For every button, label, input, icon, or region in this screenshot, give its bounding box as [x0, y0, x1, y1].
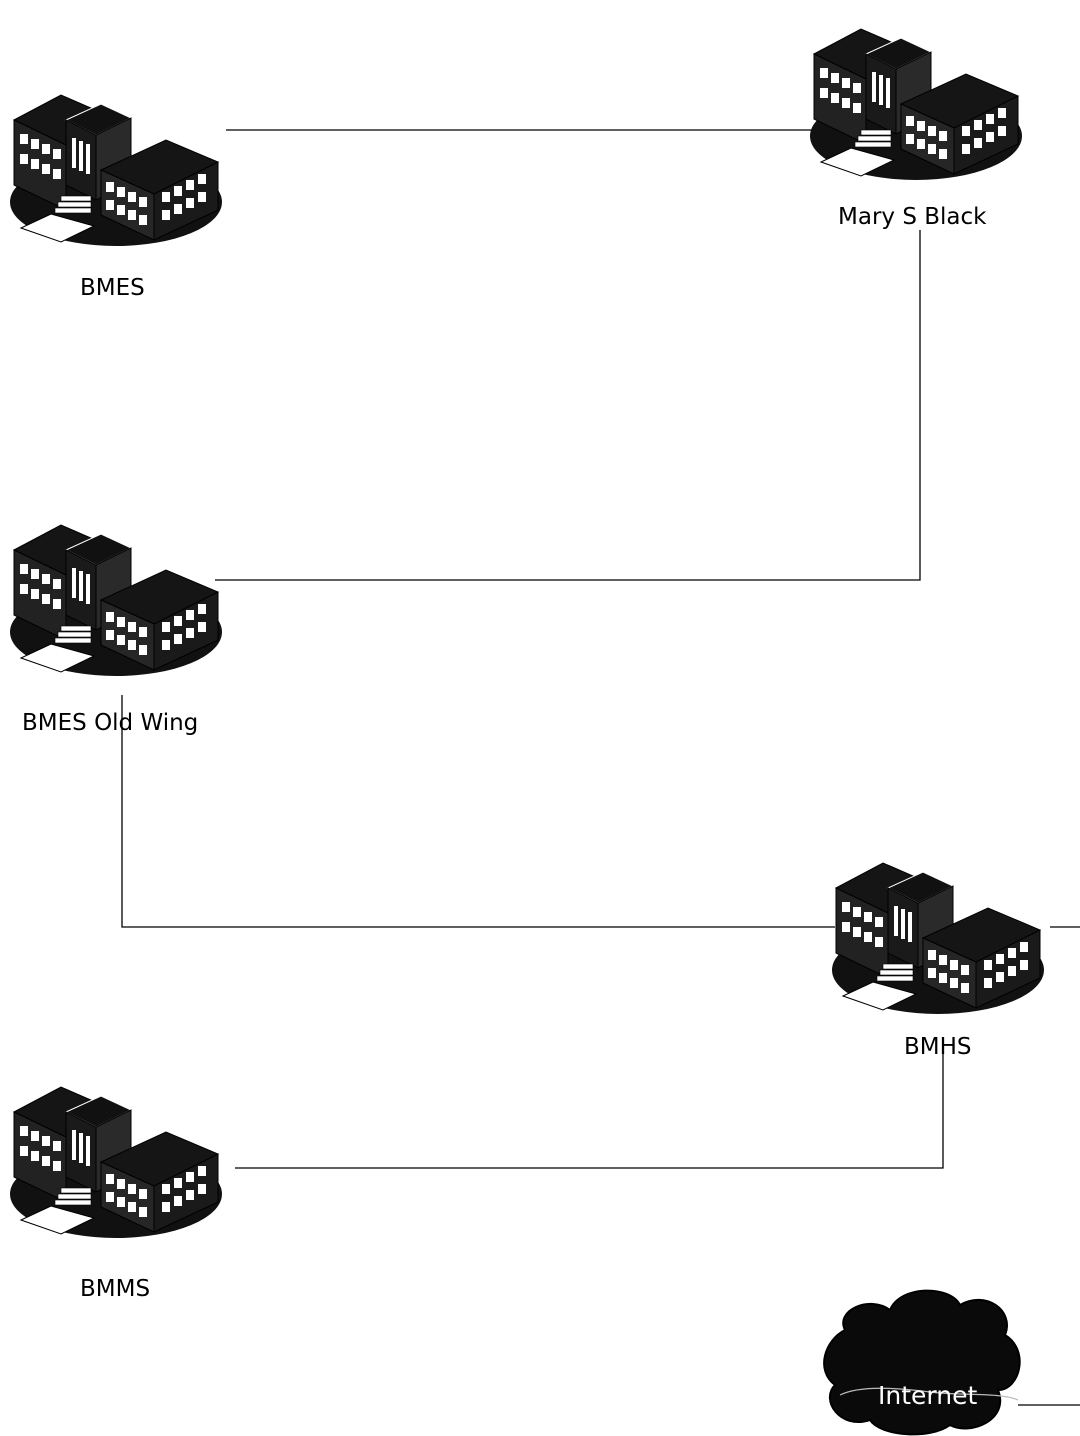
- node-label-bmhs: BMHS: [904, 1034, 972, 1060]
- school-building-icon[interactable]: [9, 94, 223, 247]
- node-label-bmms: BMMS: [80, 1276, 151, 1302]
- node-label-mary-s-black: Mary S Black: [838, 204, 987, 230]
- node-label-bmes-old-wing: BMES Old Wing: [22, 710, 199, 736]
- school-building-icon[interactable]: [9, 524, 223, 677]
- link-oldwing-bmhs: [121, 695, 835, 928]
- school-building-icon[interactable]: [831, 862, 1045, 1015]
- internet-cloud-icon[interactable]: Internet: [823, 1289, 1021, 1436]
- school-building-icon[interactable]: [9, 1086, 223, 1239]
- internet-label: Internet: [878, 1381, 977, 1410]
- node-label-bmes: BMES: [80, 275, 145, 301]
- connections: [121, 129, 1080, 1406]
- link-mary-oldwing: [215, 230, 921, 581]
- school-building-icon[interactable]: [809, 28, 1023, 181]
- link-bmhs-bmms: [235, 1040, 944, 1169]
